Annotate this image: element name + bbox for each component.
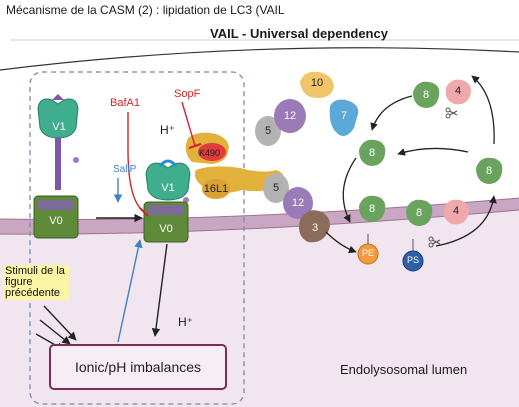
v1-right-label: V1 bbox=[161, 182, 175, 194]
arrow-ps-to-right bbox=[435, 195, 497, 247]
atg3-label: 3 bbox=[311, 222, 319, 234]
atg4-bottom-label: 4 bbox=[452, 205, 460, 217]
atg16l1-label: 16L1 bbox=[203, 183, 229, 195]
lc3-ps-shape bbox=[406, 199, 433, 226]
bafa1-inhibition-bar bbox=[139, 207, 149, 217]
k490-label: K490 bbox=[199, 148, 221, 158]
atg7 bbox=[329, 99, 359, 136]
atg12-upper-label: 12 bbox=[283, 110, 297, 122]
v-atpase-stalk-left bbox=[55, 138, 61, 190]
h-plus-label-bottom: H⁺ bbox=[178, 315, 193, 329]
atg12-lower bbox=[283, 187, 313, 219]
atg3 bbox=[299, 210, 330, 243]
arrow-atg3-to-pe bbox=[325, 231, 357, 254]
diagram-title: VAIL - Universal dependency bbox=[210, 26, 388, 41]
scissors-icon bbox=[445, 107, 458, 119]
atg4-top-shape bbox=[445, 79, 471, 105]
bafa1-label: BafA1 bbox=[110, 97, 140, 109]
lc3-mid-shape bbox=[359, 139, 386, 166]
lc3-top-shape bbox=[413, 81, 440, 108]
arrow-ionic-feedback bbox=[117, 239, 143, 343]
scissors-icon bbox=[428, 236, 441, 248]
k490-site bbox=[198, 143, 226, 161]
atg5-lower-label: 5 bbox=[272, 182, 280, 194]
arrow-lc3-top-to-mid bbox=[370, 95, 413, 131]
sopf-inhibition-line bbox=[181, 101, 196, 147]
atg10 bbox=[300, 71, 334, 98]
lc3-mid-label: 8 bbox=[368, 147, 376, 159]
pe-label: PE bbox=[361, 248, 374, 258]
slide-title: Mécanisme de la CASM (2) : lipidation de… bbox=[6, 3, 285, 17]
top-arc-line bbox=[0, 47, 519, 71]
lc3-cycle bbox=[357, 79, 503, 272]
v0-right-label: V0 bbox=[159, 223, 173, 235]
atg4-top-label: 4 bbox=[454, 85, 462, 97]
atg12-lower-label: 12 bbox=[291, 197, 305, 209]
membrane bbox=[0, 198, 519, 235]
stimuli-callout: Stimuli de la figure précédente bbox=[3, 265, 69, 300]
salip-label: SaliP bbox=[113, 164, 137, 175]
lc3-top-label: 8 bbox=[422, 89, 430, 101]
h-plus-label-top: H⁺ bbox=[160, 123, 175, 137]
lc3-pe-shape bbox=[359, 195, 386, 222]
arrow-stimuli-1 bbox=[43, 305, 77, 341]
arrow-h-plus-into-lumen bbox=[151, 243, 168, 337]
atg12-upper bbox=[274, 99, 306, 133]
v-atpase-left bbox=[33, 94, 79, 239]
atg5-lower bbox=[263, 173, 289, 203]
lc3-right-label: 8 bbox=[485, 165, 493, 177]
arrow-stimuli-2 bbox=[39, 319, 71, 345]
sopf-inhibition-bar bbox=[188, 143, 202, 149]
atg4-bottom-shape bbox=[443, 199, 469, 225]
ps-label: PS bbox=[406, 255, 419, 265]
ionic-ph-box: Ionic/pH imbalances bbox=[49, 344, 227, 390]
lc3-pe-label: 8 bbox=[368, 203, 376, 215]
bafa1-inhibition-line bbox=[127, 112, 145, 213]
atg5-upper-label: 5 bbox=[264, 125, 272, 137]
arrow-lc3-right-to-mid bbox=[397, 147, 469, 156]
atg16l1-cluster bbox=[185, 132, 284, 199]
v-atpase-right bbox=[143, 159, 191, 243]
atg7-label: 7 bbox=[340, 110, 348, 122]
lumen-label: Endolysosomal lumen bbox=[340, 362, 468, 377]
v0-left-label: V0 bbox=[49, 215, 63, 227]
arrow-mid-to-pe bbox=[342, 157, 357, 223]
v1-left-label: V1 bbox=[52, 121, 66, 133]
atg5-upper bbox=[255, 116, 281, 146]
arrow-right-to-top bbox=[471, 75, 495, 145]
vatpase-dashed-box bbox=[29, 71, 245, 405]
sopf-label: SopF bbox=[174, 88, 201, 100]
lc3-ps-label: 8 bbox=[415, 207, 423, 219]
lc3-right-shape bbox=[476, 157, 503, 184]
atg10-label: 10 bbox=[310, 77, 324, 89]
